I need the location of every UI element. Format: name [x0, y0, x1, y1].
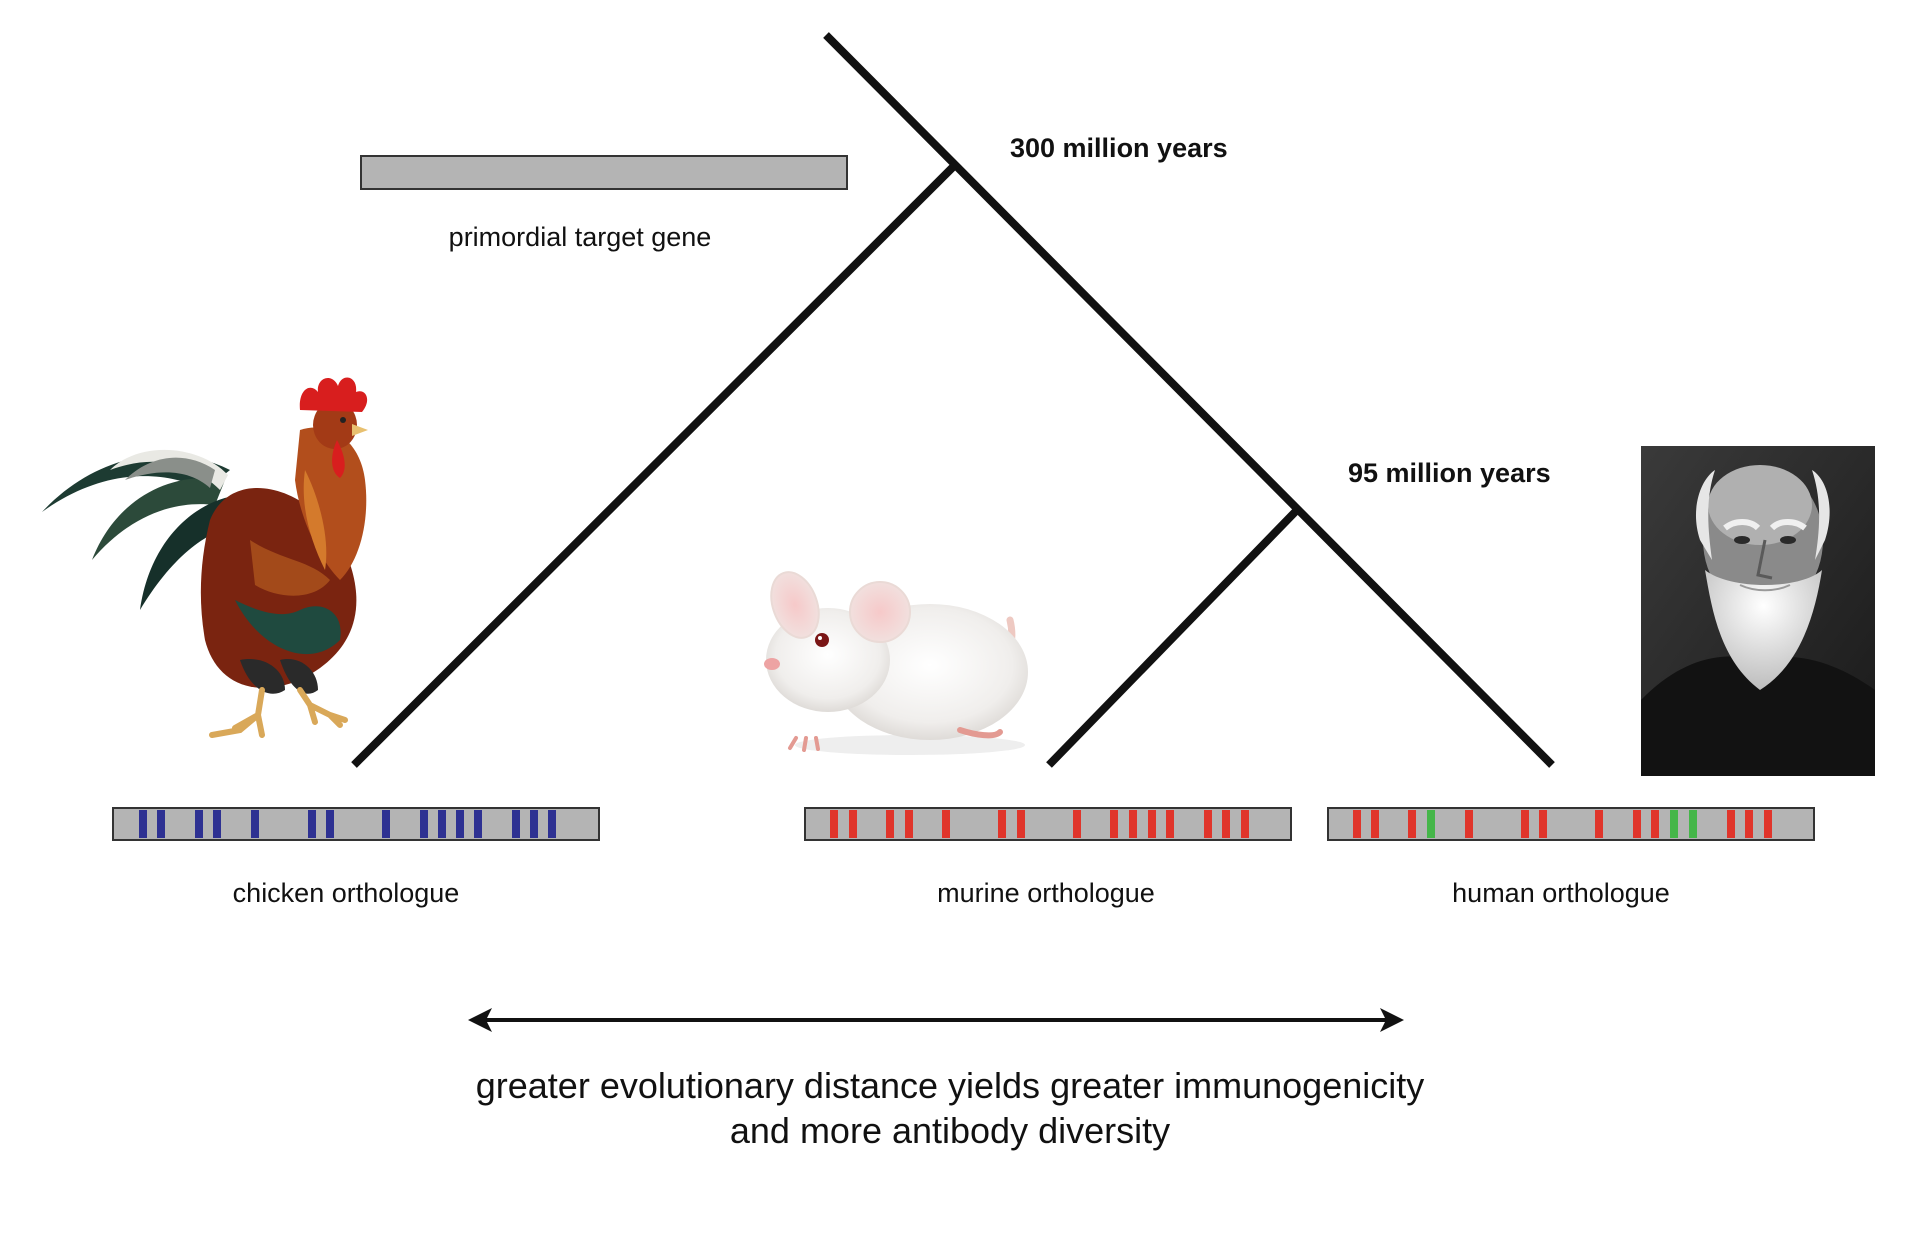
gene-mark — [886, 810, 894, 838]
gene-mark — [213, 810, 221, 838]
primordial-gene-label: primordial target gene — [449, 222, 712, 252]
gene-mark — [1073, 810, 1081, 838]
gene-mark — [382, 810, 390, 838]
phylogenetic-tree — [351, 32, 1555, 768]
human-orthologue-label: human orthologue — [1452, 878, 1670, 908]
gene-mark — [512, 810, 520, 838]
gene-mark — [1222, 810, 1230, 838]
human-gene-bar — [1327, 807, 1815, 841]
gene-mark — [849, 810, 857, 838]
arrow-head-right — [1380, 1008, 1404, 1032]
primordial-gene-bar — [360, 155, 848, 190]
gene-mark — [1539, 810, 1547, 838]
gene-mark — [1595, 810, 1603, 838]
gene-mark — [1371, 810, 1379, 838]
gene-mark — [1017, 810, 1025, 838]
gene-mark — [1427, 810, 1435, 838]
age-label-95: 95 million years — [1348, 458, 1551, 488]
murine-gene: murine orthologue — [804, 807, 1292, 908]
gene-mark — [998, 810, 1006, 838]
chicken-gene: chicken orthologue — [112, 807, 600, 908]
gene-mark — [1129, 810, 1137, 838]
gene-mark — [1745, 810, 1753, 838]
tree-trunk-line — [823, 32, 1555, 768]
gene-mark — [195, 810, 203, 838]
human-conserved-marks — [1427, 810, 1697, 838]
gene-mark — [1764, 810, 1772, 838]
bearded-man-portrait — [1641, 446, 1875, 776]
gene-mark — [1633, 810, 1641, 838]
white-mouse-illustration — [764, 571, 1028, 755]
murine-gene-bar — [804, 807, 1292, 841]
human-gene-marks — [1353, 810, 1772, 838]
gene-mark — [474, 810, 482, 838]
gene-mark — [1651, 810, 1659, 838]
gene-mark — [905, 810, 913, 838]
chicken-gene-marks — [139, 810, 556, 838]
gene-mark — [1204, 810, 1212, 838]
gene-mark — [1353, 810, 1361, 838]
gene-mark — [326, 810, 334, 838]
gene-mark — [830, 810, 838, 838]
gene-mark — [438, 810, 446, 838]
human-gene: human orthologue — [1327, 807, 1815, 908]
caption-line-1: greater evolutionary distance yields gre… — [476, 1065, 1424, 1106]
chicken-gene-bar — [112, 807, 600, 841]
age-label-300: 300 million years — [1010, 133, 1228, 163]
gene-mark — [1241, 810, 1249, 838]
murine-orthologue-label: murine orthologue — [937, 878, 1155, 908]
gene-mark — [420, 810, 428, 838]
chicken-orthologue-label: chicken orthologue — [233, 878, 460, 908]
gene-mark — [1689, 810, 1697, 838]
gene-mark — [1521, 810, 1529, 838]
distance-arrow — [468, 1008, 1404, 1032]
gene-mark — [530, 810, 538, 838]
gene-mark — [1408, 810, 1416, 838]
gene-mark — [942, 810, 950, 838]
caption-line-2: and more antibody diversity — [730, 1110, 1170, 1151]
murine-gene-marks — [830, 810, 1249, 838]
arrow-head-left — [468, 1008, 492, 1032]
gene-mark — [1148, 810, 1156, 838]
murine-branch-line — [1046, 507, 1300, 768]
gene-mark — [456, 810, 464, 838]
gene-mark — [548, 810, 556, 838]
chicken-branch-line — [351, 163, 957, 768]
gene-mark — [1670, 810, 1678, 838]
gene-mark — [308, 810, 316, 838]
gene-mark — [1166, 810, 1174, 838]
gene-mark — [1727, 810, 1735, 838]
gene-mark — [251, 810, 259, 838]
gene-mark — [1465, 810, 1473, 838]
gene-mark — [139, 810, 147, 838]
gene-mark — [1110, 810, 1118, 838]
gene-mark — [157, 810, 165, 838]
rooster-illustration — [42, 377, 368, 738]
